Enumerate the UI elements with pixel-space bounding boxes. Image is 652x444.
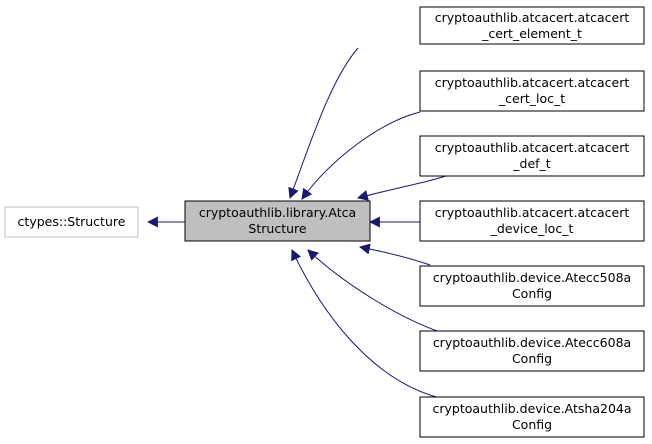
inheritance-edge-child-1 <box>288 47 359 200</box>
inheritance-edge-child-3 <box>356 172 456 201</box>
node-child-2-line-2: _cert_loc_t <box>498 91 565 106</box>
node-child-5-line-1: cryptoauthlib.device.Atecc508a <box>433 270 631 285</box>
node-atcacert-cert-loc-t[interactable]: cryptoauthlib.atcacert.atcacert _cert_lo… <box>419 70 645 112</box>
node-child-4-line-1: cryptoauthlib.atcacert.atcacert <box>435 205 630 220</box>
node-child-6-line-2: Config <box>512 351 552 366</box>
node-atcacert-device-loc-t[interactable]: cryptoauthlib.atcacert.atcacert _device_… <box>419 200 645 242</box>
node-ctypes-structure[interactable]: ctypes::Structure <box>4 206 139 238</box>
node-child-2-line-1: cryptoauthlib.atcacert.atcacert <box>435 75 630 90</box>
node-child-1-line-2: _cert_element_t <box>481 26 582 41</box>
node-child-3-line-2: _def_t <box>512 156 551 171</box>
inheritance-edge-child-7 <box>291 249 441 399</box>
node-device-atsha204a-config[interactable]: cryptoauthlib.device.Atsha204a Config <box>419 396 645 438</box>
node-atca-structure-line-2: Structure <box>248 221 306 236</box>
node-atca-structure-line-1: cryptoauthlib.library.Atca <box>199 205 356 220</box>
node-child-5-line-2: Config <box>512 286 552 301</box>
node-atcacert-cert-element-t[interactable]: cryptoauthlib.atcacert.atcacert _cert_el… <box>419 6 645 45</box>
node-device-atecc508a-config[interactable]: cryptoauthlib.device.Atecc508a Config <box>419 265 645 307</box>
node-child-7-line-1: cryptoauthlib.device.Atsha204a <box>432 401 631 416</box>
node-child-4-line-2: _device_loc_t <box>490 221 574 236</box>
node-child-1-line-1: cryptoauthlib.atcacert.atcacert <box>435 10 630 25</box>
inheritance-edge-child-5 <box>358 243 431 266</box>
node-child-3-line-1: cryptoauthlib.atcacert.atcacert <box>435 140 630 155</box>
node-atcacert-def-t[interactable]: cryptoauthlib.atcacert.atcacert _def_t <box>419 135 645 177</box>
inheritance-edge-child-6 <box>307 249 441 333</box>
node-atca-structure[interactable]: cryptoauthlib.library.Atca Structure <box>184 200 371 242</box>
node-ctypes-structure-label: ctypes::Structure <box>18 214 126 229</box>
inheritance-edge-child-2 <box>301 111 421 200</box>
node-child-6-line-1: cryptoauthlib.device.Atecc608a <box>433 335 631 350</box>
node-device-atecc608a-config[interactable]: cryptoauthlib.device.Atecc608a Config <box>419 330 645 372</box>
node-child-7-line-2: Config <box>512 417 552 432</box>
